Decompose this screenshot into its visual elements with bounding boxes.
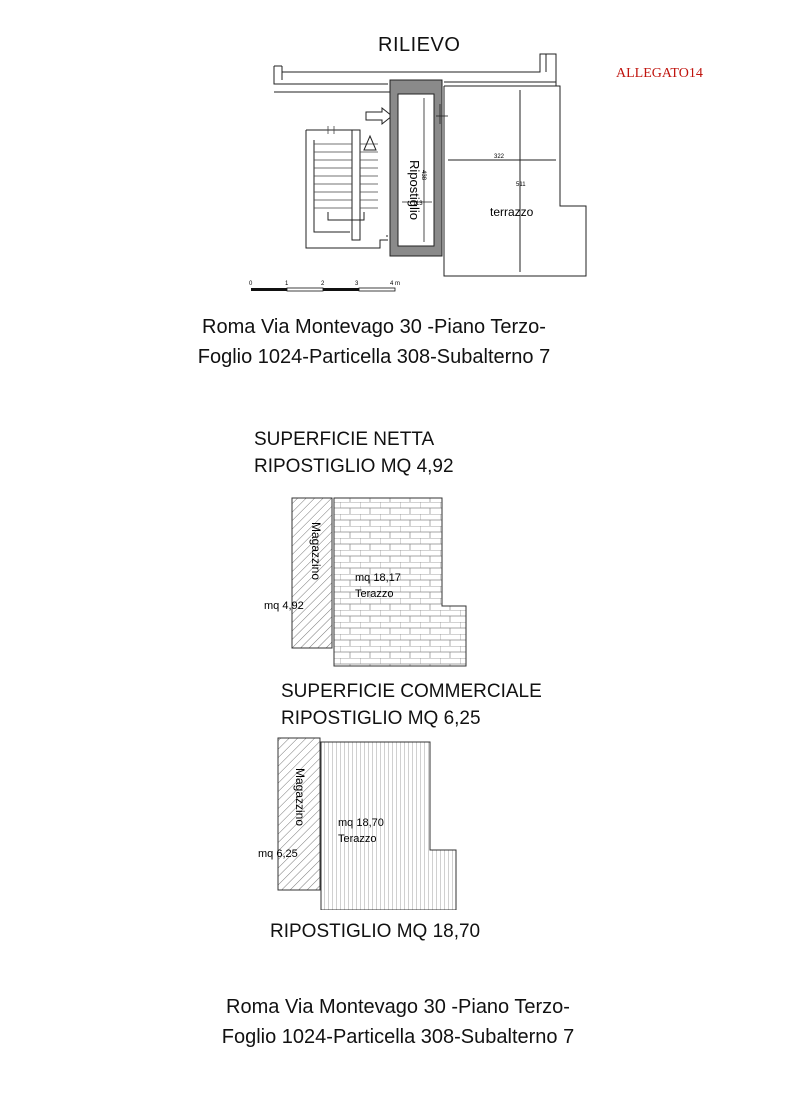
scale-tick: 3 — [355, 281, 359, 287]
summary-label: RIPOSTIGLIO MQ 18,70 — [270, 921, 481, 942]
address-line: Roma Via Montevago 30 -Piano Terzo- — [202, 316, 546, 338]
dim-width: 322 — [494, 154, 505, 160]
scale-bar: 0 1 2 3 4 m — [249, 281, 400, 292]
address-caption-top: Roma Via Montevago 30 -Piano Terzo- Fogl… — [154, 312, 594, 372]
terrace-area-value: mq 18,17 — [355, 572, 401, 584]
scale-tick: 2 — [321, 281, 325, 287]
net-surface-heading: SUPERFICIE NETTA RIPOSTIGLIO MQ 4,92 — [254, 426, 454, 480]
page-title: RILIEVO — [378, 34, 461, 56]
dim-height: 511 — [516, 182, 526, 188]
terrace-area-value: mq 18,70 — [338, 817, 384, 829]
address-line: Roma Via Montevago 30 -Piano Terzo- — [226, 996, 570, 1018]
address-caption-bottom: Roma Via Montevago 30 -Piano Terzo- Fogl… — [192, 992, 604, 1052]
commercial-heading-line1: SUPERFICIE COMMERCIALE — [281, 681, 542, 702]
net-surface-diagram: Magazzino mq 4,92 mq 18,17 Terazzo — [264, 497, 467, 667]
storage-area-value: mq 6,25 — [258, 848, 298, 860]
storage-room-label: Ripostiglio — [407, 160, 422, 220]
scale-tick: 4 m — [390, 281, 400, 287]
storage-area-shape — [277, 737, 321, 891]
cadastral-line: Foglio 1024-Particella 308-Subalterno 7 — [221, 1026, 575, 1048]
annex-label: ALLEGATO14 — [616, 66, 703, 81]
net-heading-line2: RIPOSTIGLIO MQ 4,92 — [254, 456, 454, 477]
storage-label: Magazzino — [309, 522, 323, 580]
scale-tick: 1 — [285, 281, 289, 287]
commercial-surface-diagram: Magazzino mq 6,25 mq 18,70 Terazzo — [258, 737, 457, 910]
storage-label: Magazzino — [293, 768, 307, 826]
dim-room-length: 438 — [420, 170, 426, 181]
scale-tick: 0 — [249, 281, 253, 287]
dim-room-width: 113 — [413, 201, 423, 207]
storage-area-value: mq 4,92 — [264, 600, 304, 612]
terrace-area-shape — [333, 497, 467, 667]
cadastral-line: Foglio 1024-Particella 308-Subalterno 7 — [197, 346, 551, 368]
terrace-area-shape — [320, 741, 457, 910]
net-heading-line1: SUPERFICIE NETTA — [254, 429, 435, 450]
storage-area-shape — [291, 497, 333, 649]
commercial-surface-heading: SUPERFICIE COMMERCIALE RIPOSTIGLIO MQ 6,… — [281, 678, 542, 732]
floor-plan: Ripostiglio terrazzo 322 511 438 113 0 1… — [249, 53, 587, 292]
terrace-label: terrazzo — [490, 205, 534, 219]
commercial-heading-line2: RIPOSTIGLIO MQ 6,25 — [281, 708, 481, 729]
terrace-label: Terazzo — [355, 588, 394, 600]
terrace-label: Terazzo — [338, 833, 377, 845]
